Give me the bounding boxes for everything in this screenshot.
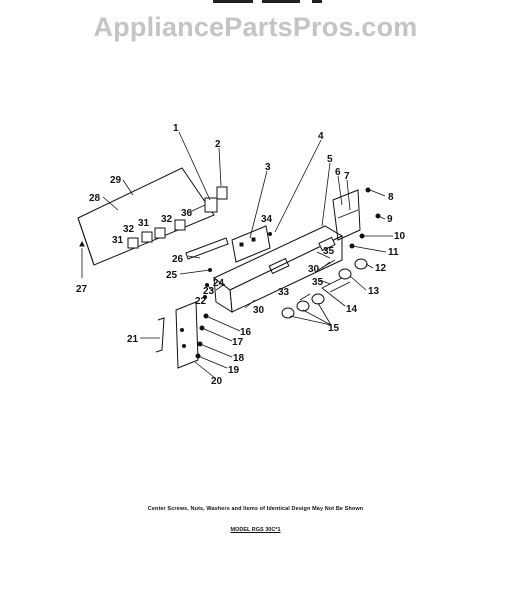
part-label-9: 9	[387, 214, 393, 225]
end-bracket	[332, 189, 361, 241]
part-label-17: 17	[232, 337, 244, 348]
part-label-13: 13	[368, 286, 380, 297]
model-number: MODEL RGS 30C*1	[230, 527, 281, 533]
cropped-header-bar-right	[312, 0, 322, 3]
footnote: Center Screws, Nuts, Washers and Items o…	[147, 506, 364, 512]
part-label-18: 18	[233, 353, 245, 364]
part-label-2: 2	[215, 139, 221, 150]
part-label-31-upper: 31	[138, 218, 150, 229]
part-label-32-right: 32	[161, 214, 173, 225]
part-label-14: 14	[346, 304, 358, 315]
part-label-27: 27	[76, 284, 88, 295]
part-label-26: 26	[172, 254, 184, 265]
part-label-6: 6	[335, 167, 341, 178]
part-label-35-bottom: 35	[312, 277, 324, 288]
part-label-24: 24	[213, 278, 225, 289]
part-label-10: 10	[394, 231, 406, 242]
part-label-15: 15	[328, 323, 340, 334]
part-label-3: 3	[265, 162, 271, 173]
part-label-16: 16	[240, 327, 252, 338]
part-label-30-bottom: 30	[253, 305, 265, 316]
part-label-32-left: 32	[123, 224, 135, 235]
part-label-21: 21	[127, 334, 139, 345]
bracket	[231, 225, 271, 263]
part-label-11: 11	[388, 247, 399, 258]
part-label-36: 36	[181, 208, 193, 219]
part-label-1: 1	[173, 123, 179, 134]
cropped-header-bar-mid	[262, 0, 300, 3]
control-panel	[213, 225, 344, 313]
part-label-20: 20	[211, 376, 223, 387]
part-label-7: 7	[344, 171, 350, 182]
part-label-22: 22	[195, 296, 207, 307]
part-label-35-top: 35	[323, 246, 335, 257]
part-label-23: 23	[203, 286, 215, 297]
watermark: AppliancePartsPros.com	[93, 12, 418, 42]
part-label-34: 34	[261, 214, 273, 225]
part-label-28: 28	[89, 193, 101, 204]
part-label-19: 19	[228, 365, 240, 376]
part-label-8: 8	[388, 192, 394, 203]
part-label-5: 5	[327, 154, 333, 165]
part-label-33: 33	[278, 287, 290, 298]
part-label-25: 25	[166, 270, 178, 281]
control-knobs	[281, 258, 368, 319]
part-label-29: 29	[110, 175, 122, 186]
part-label-12: 12	[375, 263, 387, 274]
harness-strip	[185, 237, 229, 260]
part-label-4: 4	[318, 131, 324, 142]
infinite-switches	[127, 186, 228, 249]
part-label-31-lower: 31	[112, 235, 124, 246]
leader-lines	[79, 131, 393, 379]
part-labels: 1 2 3 4 5 6 7 8 9 10 11 12 13 14 15 16 1…	[76, 123, 406, 387]
side-bracket	[155, 301, 199, 369]
cropped-header-bar-left	[213, 0, 253, 3]
side-panel	[77, 167, 215, 266]
part-label-30-top: 30	[308, 264, 320, 275]
